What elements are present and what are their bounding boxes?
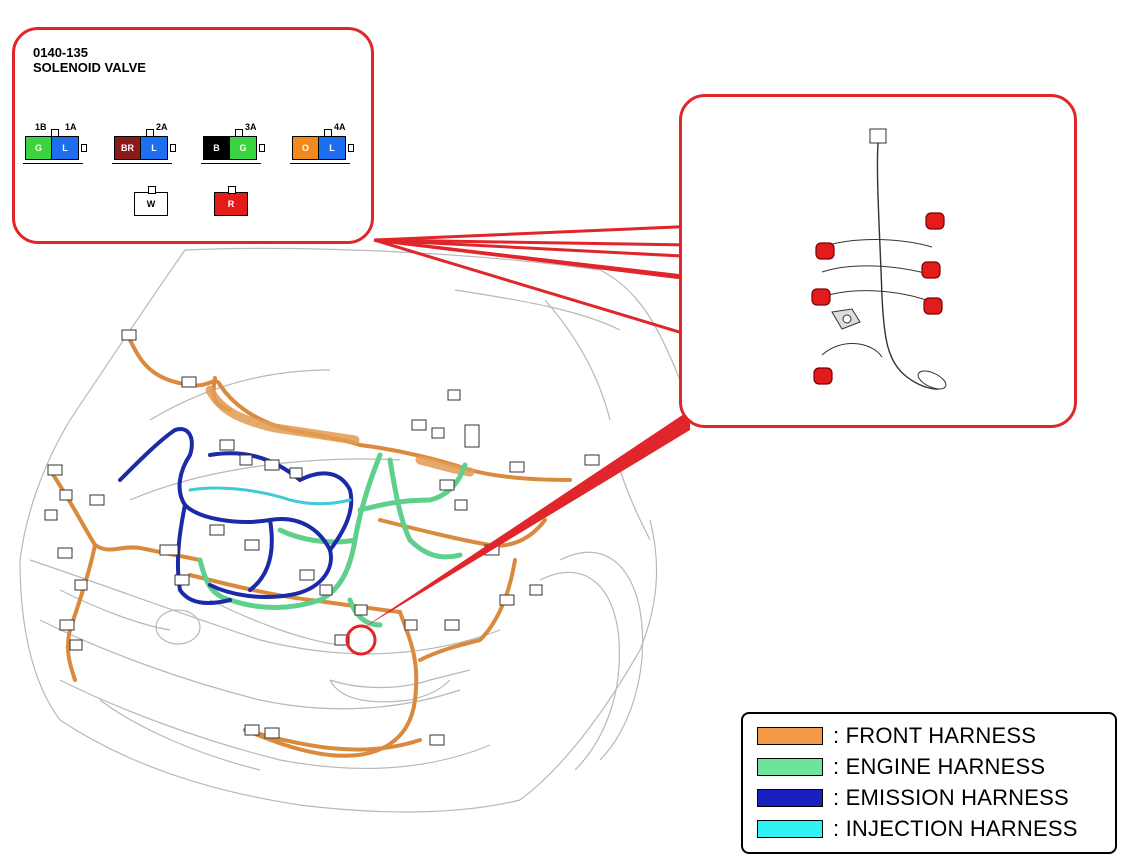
connector-4: 4A O L <box>290 122 354 166</box>
connector-4-pin-1: O <box>293 137 319 159</box>
connector-1-body: G L <box>25 136 79 160</box>
legend-item-front: : FRONT HARNESS <box>757 723 1037 748</box>
connector-single-r-label: R <box>227 199 235 209</box>
connector-single-r: R <box>214 186 248 216</box>
connector-4-body: O L <box>292 136 346 160</box>
legend-label-injection: : INJECTION HARNESS <box>833 816 1078 841</box>
location-marker <box>345 624 377 656</box>
engine-harness <box>197 452 468 628</box>
connector-3-pin-label: 3A <box>245 122 257 132</box>
emission-harness <box>118 427 354 605</box>
connector-2-pin-2: L <box>141 137 167 159</box>
legend-item-engine: : ENGINE HARNESS <box>757 754 1046 779</box>
connector-single-w: W <box>134 186 168 216</box>
connector-single-w-label: W <box>146 199 156 209</box>
detail-pointer <box>360 410 690 630</box>
connector-1-pin-label-a: 1A <box>65 122 77 132</box>
connector-3-pin-2: G <box>230 137 256 159</box>
legend-label-emission: : EMISSION HARNESS <box>833 785 1069 810</box>
connector-4-pin-label: 4A <box>334 122 346 132</box>
legend-swatch-emission <box>757 789 823 807</box>
connector-3: 3A B G <box>201 122 265 166</box>
legend-swatch-injection <box>757 820 823 838</box>
connector-2-pin-label: 2A <box>156 122 168 132</box>
connector-3-pin-1: B <box>204 137 230 159</box>
connector-1: 1B 1A G L <box>23 122 87 166</box>
injection-harness <box>188 486 352 506</box>
solenoid-connector-plugs <box>811 212 945 385</box>
connector-1-pin-2: L <box>52 137 78 159</box>
detail-callout <box>679 94 1077 428</box>
legend-swatch-front <box>757 727 823 745</box>
part-name: SOLENOID VALVE <box>33 60 146 75</box>
harness-legend: : FRONT HARNESS : ENGINE HARNESS : EMISS… <box>741 712 1117 854</box>
connector-1-pin-1: G <box>26 137 52 159</box>
legend-label-front: : FRONT HARNESS <box>833 723 1037 748</box>
connector-callout: 0140-135 SOLENOID VALVE 1B 1A G L 2A BR … <box>12 27 374 244</box>
connector-4-pin-2: L <box>319 137 345 159</box>
connector-3-body: B G <box>203 136 257 160</box>
front-harness-thick <box>205 385 475 477</box>
legend-label-engine: : ENGINE HARNESS <box>833 754 1046 779</box>
car-outline <box>19 247 681 813</box>
connector-2-body: BR L <box>114 136 168 160</box>
connector-1-pin-label-b: 1B <box>35 122 47 132</box>
connector-2-pin-1: BR <box>115 137 141 159</box>
harness-connectors <box>44 329 600 746</box>
part-code: 0140-135 <box>33 45 88 60</box>
legend-item-emission: : EMISSION HARNESS <box>757 785 1069 810</box>
detail-drawing <box>811 128 947 390</box>
legend-swatch-engine <box>757 758 823 776</box>
legend-item-injection: : INJECTION HARNESS <box>757 816 1078 841</box>
connector-2: 2A BR L <box>112 122 176 166</box>
